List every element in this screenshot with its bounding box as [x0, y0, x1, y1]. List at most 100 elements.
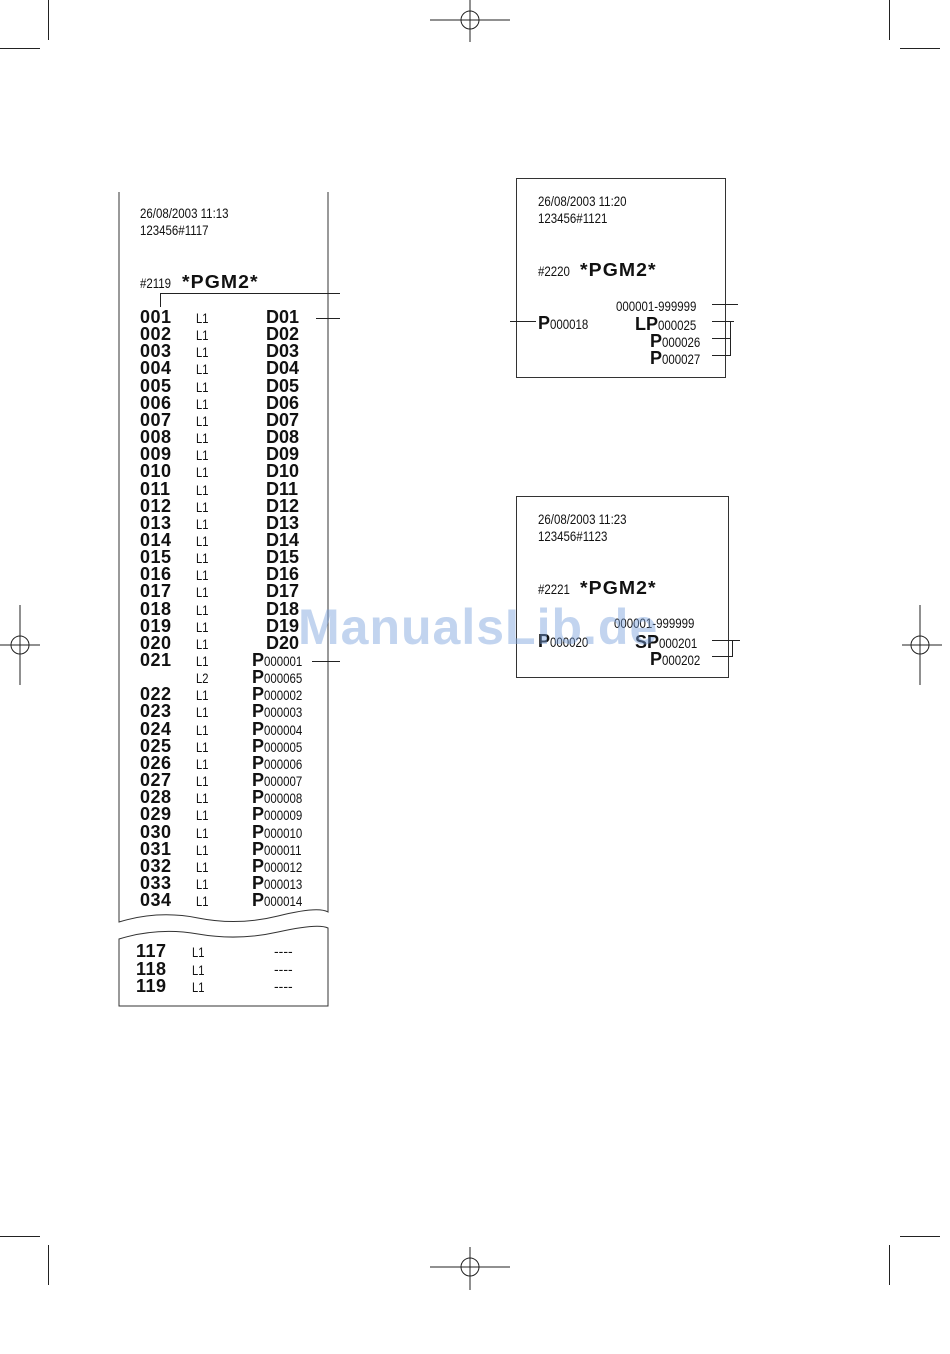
row-number: 004	[140, 358, 172, 379]
registration-mark-icon	[430, 0, 510, 42]
row-level: L1	[196, 361, 209, 378]
row-level: L1	[196, 584, 209, 601]
row-number: 024	[140, 718, 172, 739]
row-number: 002	[140, 324, 172, 345]
row-price-code: P000006	[252, 752, 303, 773]
row-value: D02	[266, 324, 300, 345]
row-number: 033	[140, 872, 172, 893]
receipt-datetime: 26/08/2003 11:23	[538, 511, 627, 527]
receipt-id: 123456#1123	[538, 528, 608, 544]
row-level: L1	[196, 773, 209, 790]
row-value: D15	[266, 547, 300, 568]
registration-mark-icon	[430, 1247, 510, 1290]
row-number: 118	[136, 958, 167, 979]
row-level: L1	[196, 841, 209, 858]
row-level: L1	[196, 875, 209, 892]
price-code-item: P000026	[650, 331, 701, 351]
row-level: L1	[196, 344, 209, 361]
row-level: L1	[196, 635, 209, 652]
callout-line	[730, 321, 731, 356]
row-number: 031	[140, 838, 172, 859]
row-level: L1	[196, 618, 209, 635]
callout-line	[712, 321, 734, 322]
row-value: D03	[266, 341, 300, 362]
row-number: 015	[140, 547, 172, 568]
row-level: L1	[192, 979, 205, 995]
receipt-datetime: 26/08/2003 11:13	[140, 205, 229, 221]
left-price-code: P000018	[538, 313, 589, 333]
crop-mark	[48, 0, 49, 40]
program-title: *PGM2*	[182, 272, 259, 292]
row-level: L1	[196, 532, 209, 549]
row-number: 032	[140, 855, 172, 876]
price-code-item: SP000201	[635, 632, 698, 652]
program-title: *PGM2*	[580, 578, 657, 598]
row-level: L1	[196, 550, 209, 567]
row-price-code: P000005	[252, 735, 303, 756]
row-value: D11	[266, 478, 299, 499]
row-level: L1	[196, 395, 209, 412]
row-level: L1	[196, 687, 209, 704]
row-price-code: P000014	[252, 890, 303, 911]
row-level: L1	[196, 755, 209, 772]
program-title: *PGM2*	[580, 260, 657, 280]
row-price-code: P000010	[252, 821, 303, 842]
row-number: 009	[140, 444, 172, 465]
row-price-code: P000065	[252, 667, 303, 688]
receipt-1-outline	[118, 192, 329, 1007]
registration-mark-icon	[902, 605, 942, 685]
row-price-code: P000007	[252, 770, 303, 791]
row-price-code: P000003	[252, 701, 303, 722]
row-price-code: P000009	[252, 804, 303, 825]
row-number: 001	[140, 307, 172, 327]
callout-line	[160, 293, 161, 307]
receipt-row: 027 L1 P000007	[140, 770, 320, 791]
row-number: 027	[140, 770, 172, 791]
row-value: D10	[266, 461, 300, 482]
row-value: D07	[266, 409, 300, 430]
row-number: 012	[140, 495, 172, 516]
row-number: 117	[136, 941, 167, 961]
row-number: 022	[140, 684, 172, 705]
row-price-code: P000012	[252, 855, 303, 876]
price-code-item: LP000025	[635, 314, 697, 334]
row-value: ----	[274, 960, 293, 977]
row-value: D18	[266, 598, 300, 619]
row-price-code: P000011	[252, 838, 302, 859]
row-level: L1	[192, 961, 205, 978]
row-level: L1	[196, 498, 209, 515]
row-number: 018	[140, 598, 172, 619]
row-level: L1	[196, 515, 209, 532]
receipt-row: 034 L1 P000014	[140, 890, 320, 911]
receipt-2	[516, 178, 726, 378]
row-level: L1	[196, 601, 209, 618]
row-level: L1	[196, 893, 209, 910]
row-level: L1	[196, 430, 209, 447]
row-value: D06	[266, 392, 300, 413]
row-level: L1	[196, 653, 209, 669]
row-value: D14	[266, 529, 300, 550]
row-level: L1	[196, 790, 209, 807]
receipt-row: 015 L1 D15	[140, 547, 320, 568]
row-number: 034	[140, 890, 172, 911]
crop-mark	[900, 48, 940, 49]
row-level: L1	[192, 944, 205, 960]
